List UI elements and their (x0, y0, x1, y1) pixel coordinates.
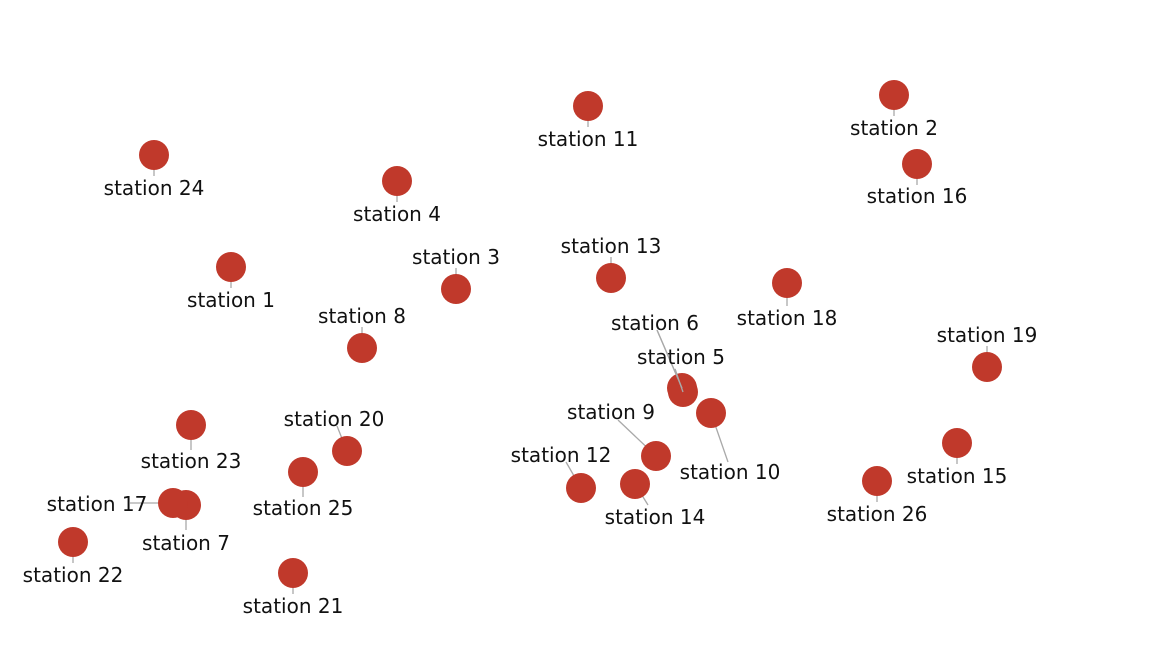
station-10-marker[interactable] (696, 398, 726, 428)
station-10-label: station 10 (680, 460, 781, 484)
station-23-marker[interactable] (176, 410, 206, 440)
station-2-label: station 2 (850, 116, 938, 140)
station-25-marker[interactable] (288, 457, 318, 487)
station-16-marker[interactable] (902, 149, 932, 179)
station-26-label: station 26 (827, 502, 928, 526)
station-12-label: station 12 (511, 443, 612, 467)
station-9-label: station 9 (567, 400, 655, 424)
station-20-label: station 20 (284, 407, 385, 431)
station-12-marker[interactable] (566, 473, 596, 503)
station-7-label: station 7 (142, 531, 230, 555)
station-24-marker[interactable] (139, 140, 169, 170)
station-5-label: station 5 (637, 345, 725, 369)
station-8-marker[interactable] (347, 333, 377, 363)
station-20-marker[interactable] (332, 436, 362, 466)
station-1-label: station 1 (187, 288, 275, 312)
station-14-label: station 14 (605, 505, 706, 529)
station-17-marker[interactable] (158, 488, 188, 518)
station-22-marker[interactable] (58, 527, 88, 557)
station-23-label: station 23 (141, 449, 242, 473)
station-2-marker[interactable] (879, 80, 909, 110)
station-markers (58, 80, 1002, 588)
station-21-marker[interactable] (278, 558, 308, 588)
station-11-label: station 11 (538, 127, 639, 151)
station-3-label: station 3 (412, 245, 500, 269)
station-19-label: station 19 (937, 323, 1038, 347)
station-17-label: station 17 (47, 492, 148, 516)
station-16-label: station 16 (867, 184, 968, 208)
station-8-label: station 8 (318, 304, 406, 328)
station-11-marker[interactable] (573, 91, 603, 121)
station-6-label: station 6 (611, 311, 699, 335)
station-3-marker[interactable] (441, 274, 471, 304)
station-22-label: station 22 (23, 563, 124, 587)
station-21-label: station 21 (243, 594, 344, 618)
station-24-label: station 24 (104, 176, 205, 200)
station-13-marker[interactable] (596, 263, 626, 293)
station-25-label: station 25 (253, 496, 354, 520)
station-18-label: station 18 (737, 306, 838, 330)
station-15-marker[interactable] (942, 428, 972, 458)
station-4-marker[interactable] (382, 166, 412, 196)
station-9-marker[interactable] (641, 441, 671, 471)
station-4-label: station 4 (353, 202, 441, 226)
station-13-label: station 13 (561, 234, 662, 258)
station-labels: station 1 station 2 station 3 station 4 stat… (23, 116, 1038, 618)
station-1-marker[interactable] (216, 252, 246, 282)
station-26-marker[interactable] (862, 466, 892, 496)
station-14-marker[interactable] (620, 469, 650, 499)
station-15-label: station 15 (907, 464, 1008, 488)
station-18-marker[interactable] (772, 268, 802, 298)
station-19-marker[interactable] (972, 352, 1002, 382)
station-6-leader-overlay (656, 329, 683, 389)
